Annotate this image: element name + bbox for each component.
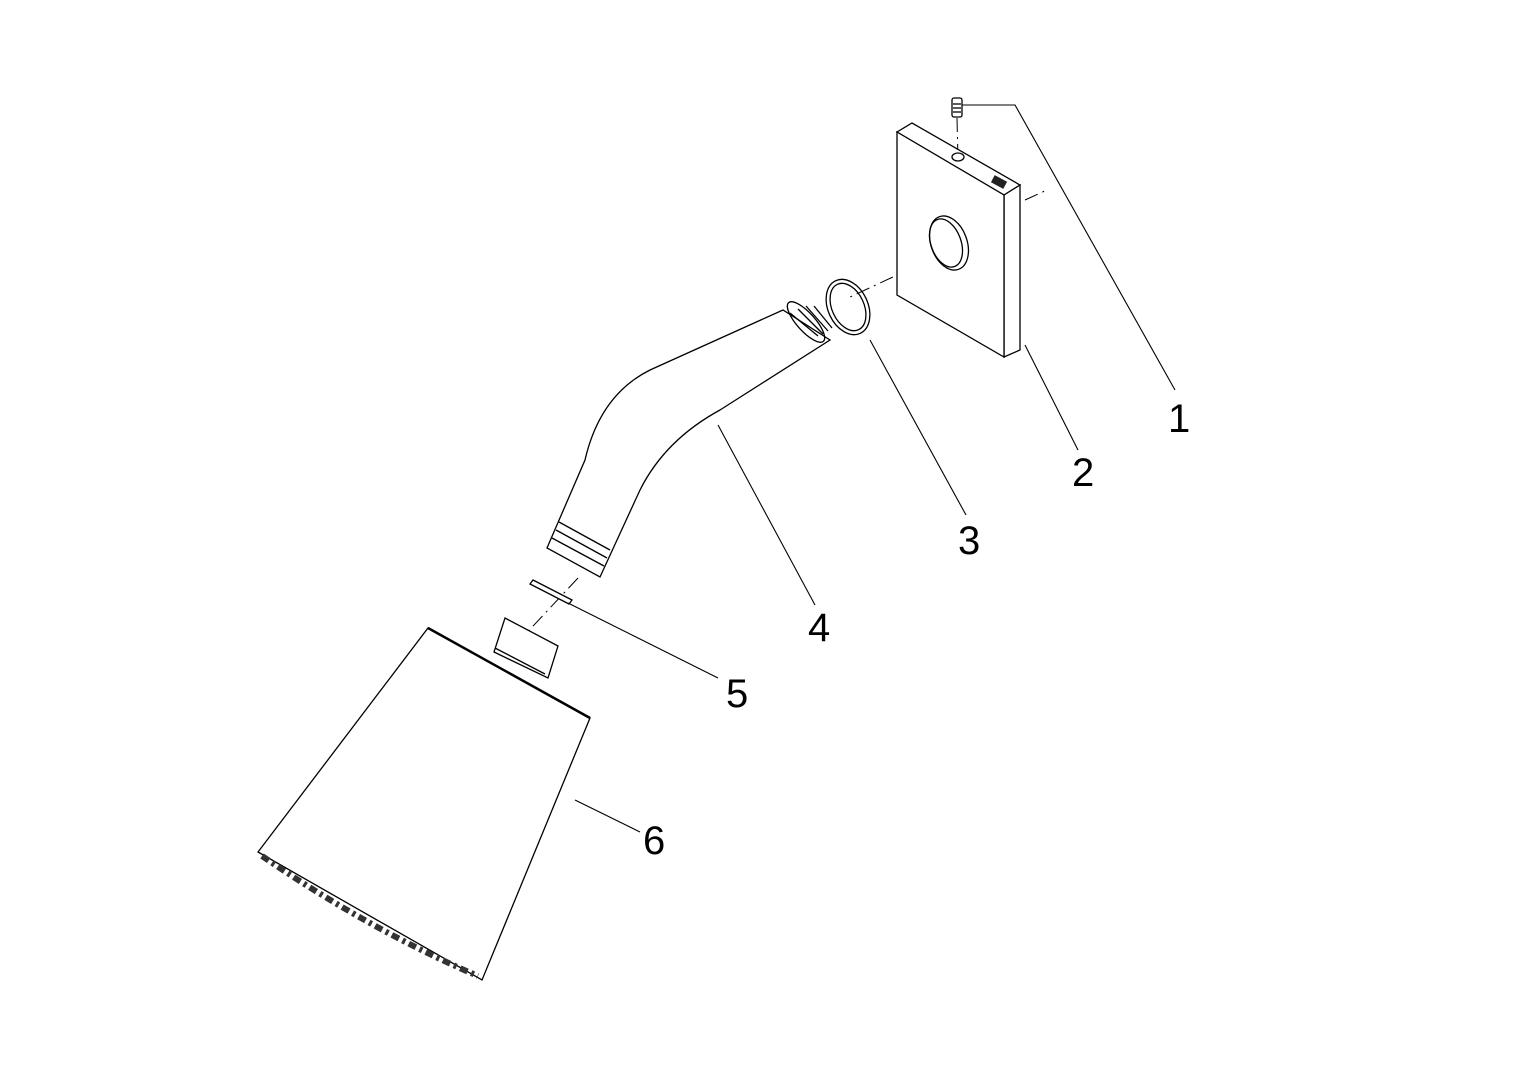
o-ring-part <box>825 278 871 336</box>
shower-head-part <box>257 617 591 981</box>
callout-3: 3 <box>958 519 980 563</box>
callout-2: 2 <box>1072 451 1094 495</box>
callout-5: 5 <box>726 672 748 716</box>
callout-1: 1 <box>1168 397 1190 441</box>
leader-lines <box>567 104 1176 833</box>
set-screw-part <box>951 97 963 118</box>
washer-part <box>529 579 573 605</box>
callout-6: 6 <box>643 819 665 863</box>
escutcheon-plate-part <box>895 122 1022 359</box>
callout-4: 4 <box>808 606 830 650</box>
shower-arm-part <box>546 301 833 578</box>
